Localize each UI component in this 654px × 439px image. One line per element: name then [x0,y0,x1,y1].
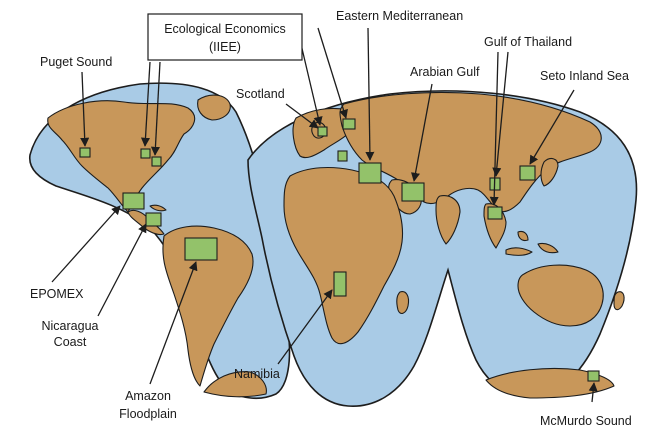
site-amazon-floodplain [184,237,218,261]
south-america [162,225,254,387]
label-epomex: EPOMEX [30,287,84,301]
arrow-scotland [285,103,319,129]
arrow-iiee-2 [150,61,161,156]
site-puget-sound [79,147,91,158]
site-seto-inland-sea [519,165,536,181]
label-arabian-gulf: Arabian Gulf [410,65,480,79]
indonesia [505,230,559,256]
label-gulf-of-thailand: Gulf of Thailand [484,35,572,49]
caribbean [149,204,167,212]
site-epomex [122,192,145,210]
australia [517,264,604,327]
india [435,195,461,245]
arrow-namibia [277,289,333,365]
map-labels: Ecological Economics (IIEE) Eastern Medi… [30,9,632,428]
site-iiee-1 [140,148,151,159]
arrow-seto [529,89,575,165]
iiee-label-box [147,13,303,61]
site-mcmurdo-sound [587,370,600,382]
site-iiee-3 [317,126,328,137]
leader-arrows [51,27,598,403]
new-zealand [613,291,625,311]
site-arabian-gulf [401,182,425,202]
site-europe-small [337,150,348,162]
arrow-iiee-3 [299,39,323,126]
site-scotland [342,118,356,130]
arrow-amazon [149,261,198,385]
label-amazon-line2: Floodplain [119,407,177,421]
site-namibia [333,271,347,297]
madagascar [396,291,410,315]
arrow-epomex [51,205,121,283]
arrow-eastern-med-1 [317,27,348,119]
arrow-puget [80,71,90,147]
label-ecological-economics: Ecological Economics [164,22,286,36]
site-nicaragua-coast [145,212,162,227]
label-scotland: Scotland [236,87,285,101]
japan [540,157,559,187]
arrow-gulf-thailand-1 [492,51,509,177]
arrow-arabian-gulf [411,83,433,182]
arrow-iiee-1 [140,61,151,147]
greenland [197,94,231,121]
site-gulf-of-thailand [487,206,503,220]
antarctica-south-america [203,371,267,398]
label-nicaragua-line2: Coast [54,335,87,349]
site-eastern-mediterranean [358,162,382,184]
arrow-eastern-med-2 [365,27,375,161]
label-namibia: Namibia [234,367,280,381]
arrow-mcmurdo [588,382,598,403]
label-nicaragua-line1: Nicaragua [42,319,99,333]
label-amazon-line1: Amazon [125,389,171,403]
label-puget-sound: Puget Sound [40,55,112,69]
arrow-nicaragua [97,223,147,317]
study-sites [79,118,600,382]
label-iiee: (IIEE) [209,40,241,54]
site-iiee-2 [151,156,162,167]
label-seto-inland-sea: Seto Inland Sea [540,69,629,83]
arrow-gulf-thailand-2 [489,51,499,206]
label-eastern-mediterranean: Eastern Mediterranean [336,9,463,23]
label-mcmurdo-sound: McMurdo Sound [540,414,632,428]
antarctica-east [485,367,615,399]
